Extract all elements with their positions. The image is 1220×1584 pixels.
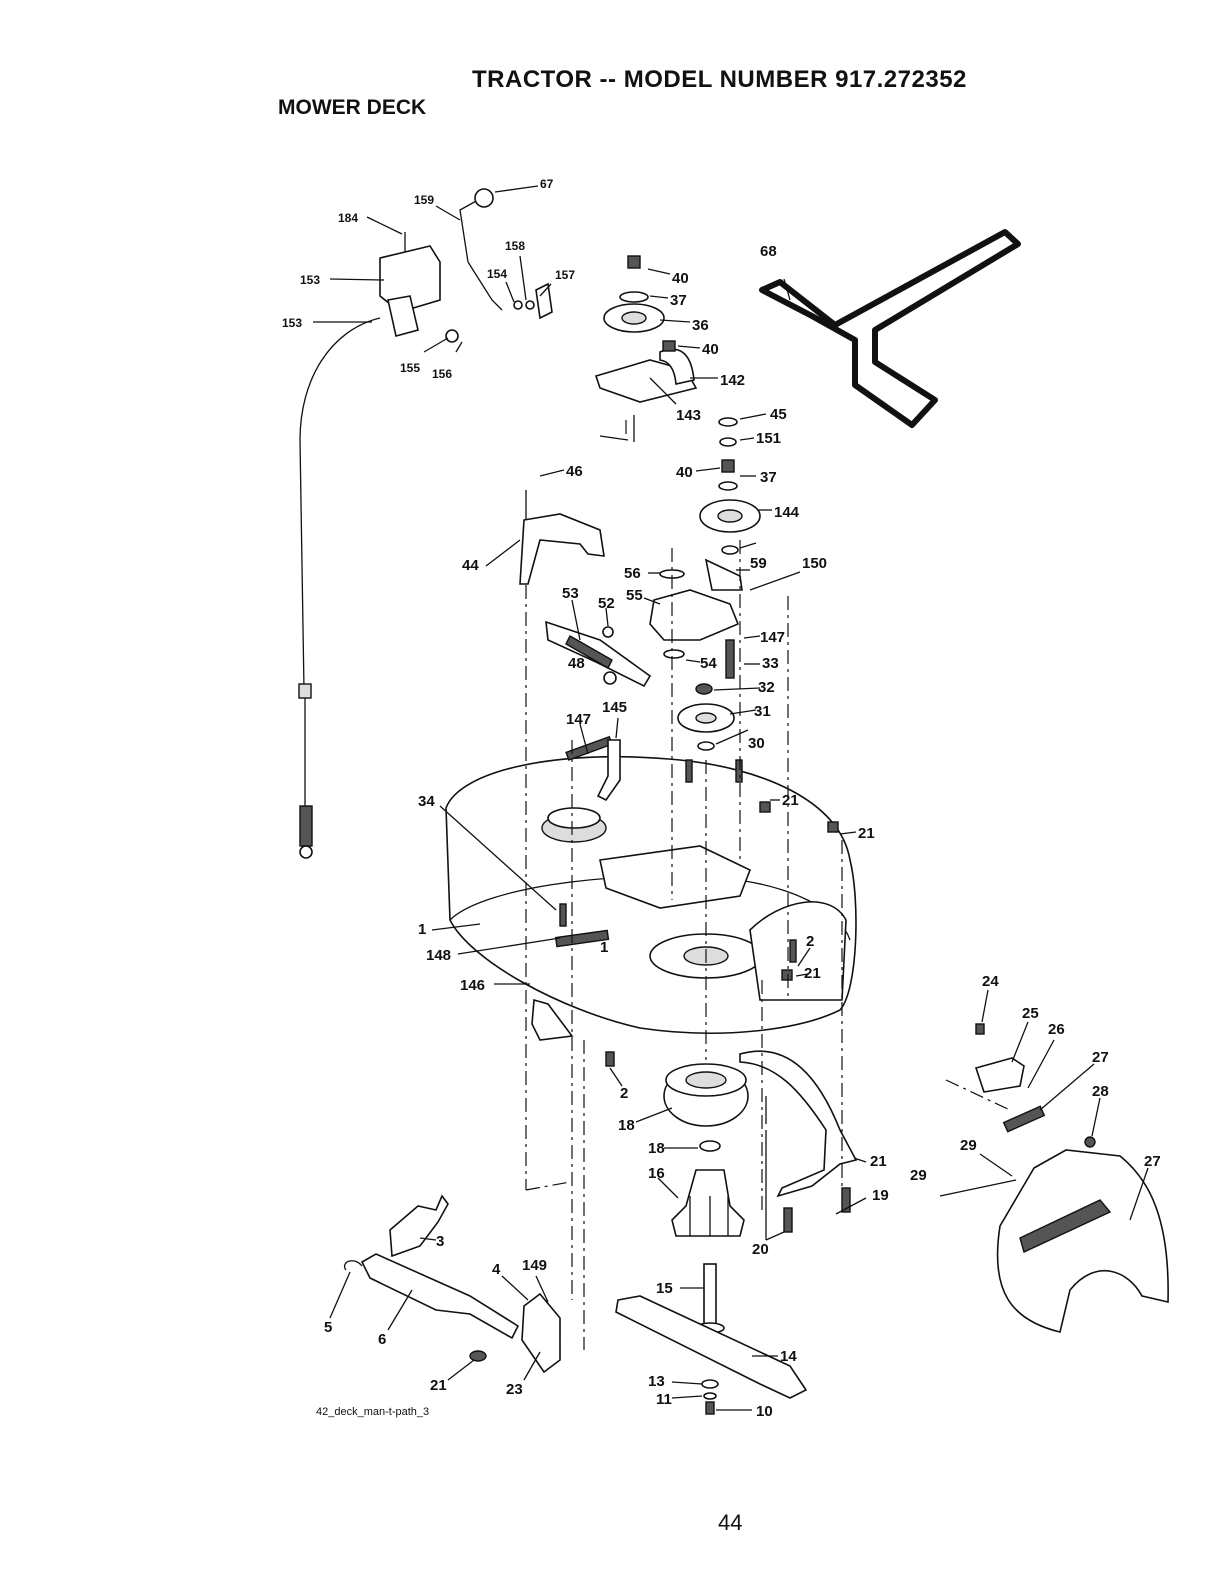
callout-44: 44 <box>462 557 479 574</box>
callout-149: 149 <box>522 1257 547 1274</box>
figure-caption: 42_deck_man-t-path_3 <box>316 1406 430 1418</box>
callout-146: 147 <box>760 629 785 646</box>
callout-147b: 148 <box>426 947 451 964</box>
spring-147 <box>554 735 613 948</box>
callout-48: 48 <box>568 655 585 672</box>
baffle-ring <box>663 1063 749 1127</box>
callout-13: 15 <box>656 1280 673 1297</box>
section-title: MOWER DECK <box>278 96 427 119</box>
callout-54: 54 <box>700 655 717 672</box>
callout-145: 144 <box>774 504 800 521</box>
callout-153b: 155 <box>400 361 420 375</box>
callout-158: 184 <box>338 211 358 225</box>
callout-8: 10 <box>756 1403 773 1420</box>
idler-pulley-lower <box>699 417 761 591</box>
alignment-lines <box>525 420 1011 1350</box>
leader-lines <box>313 185 1149 1411</box>
control-cable <box>298 317 381 859</box>
callout-9: 11 <box>656 1391 672 1408</box>
callout-147a: 147 <box>566 711 591 728</box>
spindle-assembly <box>671 1140 745 1334</box>
callout-6: 6 <box>378 1331 386 1348</box>
callout-143: 142 <box>720 372 745 389</box>
callout-21e: 24 <box>982 973 999 990</box>
callout-11: 14 <box>780 1348 797 1365</box>
arm-142 <box>531 739 621 1041</box>
callout-29: 29 <box>910 1167 927 1184</box>
deck-belt <box>759 229 1021 428</box>
callout-156: 158 <box>505 239 525 253</box>
callout-4: 4 <box>492 1261 501 1278</box>
callout-152: 153 <box>282 316 302 330</box>
callout-21c: 21 <box>804 965 821 982</box>
callout-2b: 2 <box>620 1085 628 1102</box>
idler-pulley-upper <box>594 255 698 442</box>
callout-40b: 40 <box>702 341 719 358</box>
callout-45: 45 <box>770 406 787 423</box>
callout-56: 56 <box>624 565 641 582</box>
callout-46: 46 <box>566 463 583 480</box>
callout-21d: 23 <box>506 1381 523 1398</box>
rear-arm <box>739 1050 858 1198</box>
callout-154: 156 <box>432 367 452 381</box>
callout-30: 30 <box>748 735 765 752</box>
callout-53: 53 <box>562 585 579 602</box>
callout-52: 52 <box>598 595 615 612</box>
page-number: 44 <box>718 1510 743 1535</box>
callout-151: 153 <box>300 273 320 287</box>
callout-55: 55 <box>626 587 643 604</box>
callout-27: 27 <box>1144 1153 1161 1170</box>
callout-33: 33 <box>762 655 779 672</box>
callout-14: 16 <box>648 1165 665 1182</box>
callout-21a: 21 <box>782 792 799 809</box>
page-title: TRACTOR -- MODEL NUMBER 917.272352 <box>472 66 967 93</box>
discharge-chute <box>939 1057 1169 1333</box>
callout-31: 31 <box>754 703 771 720</box>
hardware-markers <box>559 759 1096 1233</box>
callout-68: 68 <box>760 243 777 260</box>
callout-10: 13 <box>648 1373 665 1390</box>
callout-19: 21 <box>430 1377 447 1394</box>
callout-1a: 1 <box>418 921 426 938</box>
callout-40c: 40 <box>676 464 693 481</box>
callout-59: 59 <box>750 555 767 572</box>
callout-18a: 19 <box>872 1187 889 1204</box>
callout-148: 150 <box>802 555 827 572</box>
callout-16: 18 <box>618 1117 635 1134</box>
callout-67: 67 <box>540 177 554 191</box>
callout-24: 26 <box>1048 1021 1065 1038</box>
callout-1b: 1 <box>600 939 608 956</box>
center-pulley <box>677 683 735 751</box>
callout-153a: 154 <box>487 267 507 281</box>
callout-36: 36 <box>692 317 709 334</box>
callout-150: 151 <box>756 430 781 447</box>
callout-26: 28 <box>1092 1083 1109 1100</box>
callout-142b: 146 <box>460 977 485 994</box>
callout-5: 5 <box>324 1319 332 1336</box>
callout-32: 32 <box>758 679 775 696</box>
callout-144: 143 <box>676 407 701 424</box>
callout-23: 25 <box>1022 1005 1039 1022</box>
callout-142a: 145 <box>602 699 627 716</box>
lift-lever-assembly <box>379 188 553 343</box>
callout-34: 34 <box>418 793 435 810</box>
callout-15: 18 <box>648 1140 665 1157</box>
callout-25: 27 <box>1092 1049 1109 1066</box>
callout-18b: 20 <box>752 1241 769 1258</box>
callout-28: 29 <box>960 1137 977 1154</box>
callout-3: 3 <box>436 1233 444 1250</box>
callout-21b: 21 <box>858 825 875 842</box>
callout-20: 21 <box>870 1153 887 1170</box>
callout-155: 157 <box>555 268 575 282</box>
callout-37a: 37 <box>670 292 687 309</box>
callout-2a: 2 <box>806 933 814 950</box>
callout-37b: 37 <box>760 469 777 486</box>
callout-40a: 40 <box>672 270 689 287</box>
callout-labels: 184 153 153 159 67 158 154 157 155 156 4… <box>282 177 1161 1420</box>
belt-guard <box>519 490 605 585</box>
front-hanger-bracket <box>343 1194 561 1374</box>
callout-157: 159 <box>414 193 434 207</box>
mower-deck-housing <box>445 755 857 1034</box>
